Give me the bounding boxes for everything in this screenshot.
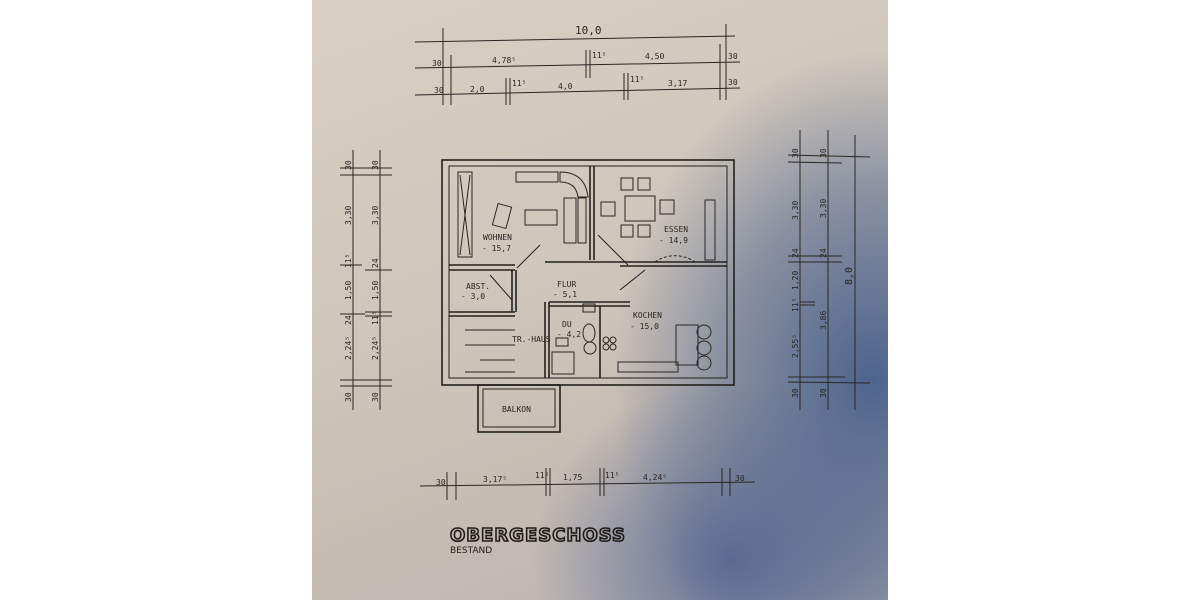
room-name: WOHNEN [483, 233, 512, 242]
dimension-label: 3,17⁵ [483, 475, 507, 484]
dimension-label: 11⁵ [512, 79, 526, 88]
room-area: - 5,1 [553, 290, 577, 299]
dimension-label: 4,50 [645, 52, 664, 61]
dim-right-total: 8,0 [844, 267, 855, 285]
dimension-label: 4,24⁵ [643, 473, 667, 482]
dimension-label: 11⁵ [592, 51, 606, 60]
dimension-label: 24 [371, 258, 380, 268]
dimension-label: 24 [791, 248, 800, 258]
dimension-label: 30 [728, 78, 738, 87]
dimension-label: 24 [344, 315, 353, 325]
dimension-label: 30 [436, 478, 446, 487]
dimension-label: 2,0 [470, 85, 485, 94]
room-area: - 3,0 [461, 292, 485, 301]
dimension-label: 30 [728, 52, 738, 61]
dimension-label: 4,78⁵ [492, 56, 516, 65]
dimension-label: 1,75 [563, 473, 582, 482]
paper-sheet [312, 0, 888, 600]
dimension-label: 30 [735, 474, 745, 483]
dimension-label: 30 [819, 388, 828, 398]
room-area: - 4,2 [557, 330, 581, 339]
dimension-label: 1,20 [791, 271, 800, 290]
room-name: FLUR [557, 280, 576, 289]
room-name: ESSEN [664, 225, 688, 234]
dimension-label: 11⁵ [535, 471, 549, 480]
dimension-label: 3,17 [668, 79, 687, 88]
room-tr-haus: TR.-HAUS [512, 335, 551, 344]
dimension-label: 30 [434, 86, 444, 95]
dimension-label: 11⁵ [630, 75, 644, 84]
room-balkon: BALKON [502, 405, 531, 414]
dimension-label: 2,55⁵ [791, 334, 800, 358]
dimension-label: 30 [791, 388, 800, 398]
dimension-label: 30 [819, 148, 828, 158]
room-wohnen: WOHNEN - 15,7 [482, 233, 512, 253]
dimension-label: 11⁵ [371, 311, 380, 325]
room-name: KOCHEN [633, 311, 662, 320]
room-flur: FLUR- 5,1 [553, 280, 577, 299]
dimension-label: 11⁵ [791, 298, 800, 312]
dimension-label: 2,24⁵ [344, 336, 353, 360]
dimension-label: 30 [371, 392, 380, 402]
dimension-label: 3,30 [371, 206, 380, 225]
dimension-label: 30 [344, 392, 353, 402]
plan-subtitle: BESTAND [450, 546, 492, 556]
dimension-label: 11⁵ [344, 254, 353, 268]
dimension-label: 11⁵ [605, 471, 619, 480]
dimension-label: 30 [344, 160, 353, 170]
room-abst: ABST.- 3,0 [461, 282, 490, 301]
dimension-label: 3,30 [344, 206, 353, 225]
dimension-label: 4,0 [558, 82, 573, 91]
dimension-lines [340, 24, 871, 500]
plan-title: OBERGESCHOSS [450, 525, 626, 546]
dimension-label: 24 [819, 248, 828, 258]
dimension-label: 1,50 [344, 281, 353, 300]
dimension-label: 1,50 [371, 281, 380, 300]
dim-top-total: 10,0 [575, 24, 602, 37]
room-area: - 15,0 [630, 322, 659, 331]
dimension-label: 3,30 [791, 201, 800, 220]
room-name: ABST. [466, 282, 490, 291]
dimension-labels: 10,0 30 4,78⁵ 11⁵ 4,50 30 30 2,0 11⁵ 4,0 11⁵ 3,17 3… [344, 24, 855, 487]
dimension-label: 30 [432, 59, 442, 68]
dimension-label: 3,30 [819, 199, 828, 218]
room-du: DU- 4,2 [557, 320, 581, 339]
dimension-label: 30 [791, 148, 800, 158]
dimension-label: 2,24⁵ [371, 336, 380, 360]
room-essen: ESSEN - 14,9 [659, 225, 688, 245]
furniture [457, 171, 716, 375]
dimension-label: 3,86 [819, 311, 828, 330]
room-area: - 14,9 [659, 236, 688, 245]
room-kochen: KOCHEN - 15,0 [630, 311, 662, 331]
room-labels: WOHNEN - 15,7 ESSEN - 14,9 ABST.- 3,0 FLUR… [461, 225, 688, 414]
room-name: DU [562, 320, 572, 329]
room-area: - 15,7 [482, 244, 511, 253]
walls [441, 159, 735, 433]
dimension-label: 30 [371, 160, 380, 170]
